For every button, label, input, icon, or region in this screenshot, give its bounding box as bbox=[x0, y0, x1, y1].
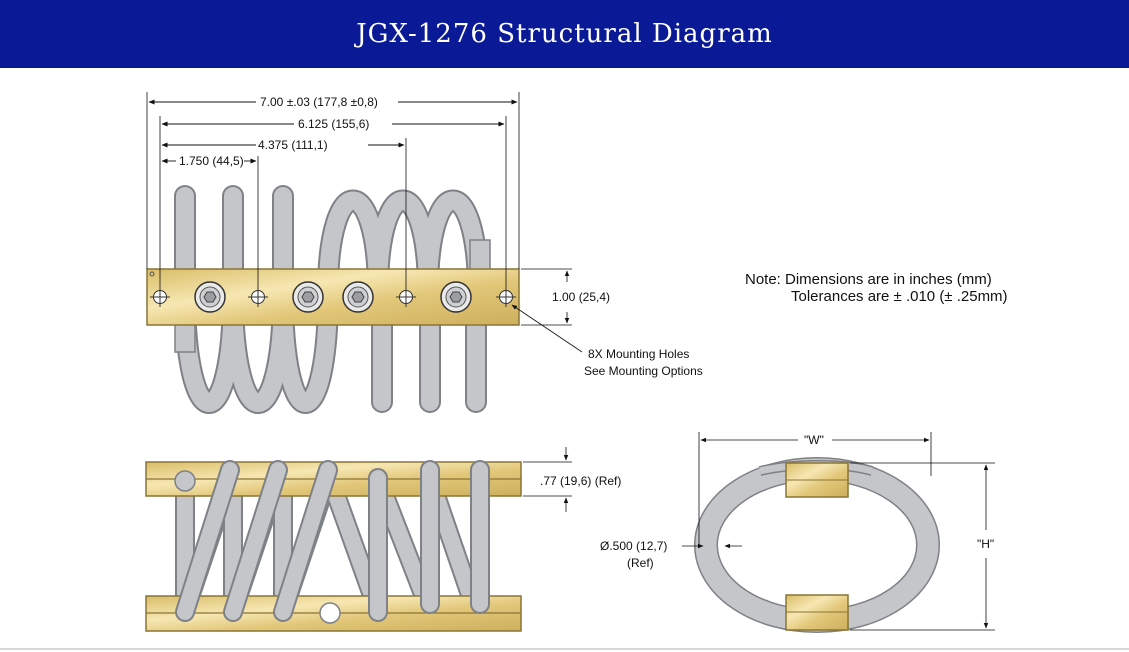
note-line-units: Note: Dimensions are in inches (mm) bbox=[745, 271, 992, 288]
mounting-holes bbox=[150, 287, 516, 307]
dim-height-label: "H" bbox=[977, 537, 994, 551]
dim-side-bar-height: .77 (19,6) (Ref) bbox=[540, 474, 621, 488]
end-view: "W" "H" Ø.500 (12,7) (Ref) bbox=[600, 432, 995, 633]
bottom-divider bbox=[0, 648, 1129, 650]
dimensions-note: Note: Dimensions are in inches (mm) Tole… bbox=[745, 271, 1008, 305]
mounting-hole-icon bbox=[248, 287, 268, 307]
dim-overall-length: 7.00 ±.03 (177,8 ±0,8) bbox=[260, 95, 378, 109]
cable-loops-top bbox=[174, 185, 489, 414]
mounting-hole-icon bbox=[396, 287, 416, 307]
page-title: JGX-1276 Structural Diagram bbox=[356, 19, 773, 49]
mounting-hole-icon bbox=[150, 287, 170, 307]
dim-hole-span-inner: 1.750 (44,5) bbox=[179, 154, 244, 168]
cable-end-round bbox=[174, 470, 196, 492]
socket-screw-icon bbox=[440, 281, 472, 313]
socket-screws bbox=[194, 281, 472, 313]
cable-end bbox=[469, 239, 491, 271]
callout-mounting-holes: 8X Mounting Holes bbox=[588, 347, 689, 361]
reference-dot bbox=[149, 271, 155, 277]
cable-end bbox=[174, 321, 196, 353]
dim-bar-height: 1.00 (25,4) bbox=[552, 290, 610, 304]
dim-wire-diameter: Ø.500 (12,7) bbox=[600, 539, 667, 553]
dim-width-label: "W" bbox=[804, 433, 824, 447]
top-view: 7.00 ±.03 (177,8 ±0,8) 6.125 (155,6) 4.3… bbox=[146, 92, 703, 414]
callout-mounting-options: See Mounting Options bbox=[584, 364, 703, 378]
title-bar: JGX-1276 Structural Diagram bbox=[0, 0, 1129, 68]
note-line-tolerances: Tolerances are ± .010 (± .25mm) bbox=[791, 288, 1008, 305]
socket-screw-icon bbox=[194, 281, 226, 313]
dim-hole-span-outer: 6.125 (155,6) bbox=[298, 117, 369, 131]
socket-screw-icon bbox=[292, 281, 324, 313]
mounting-hole-icon bbox=[496, 287, 516, 307]
dim-wire-diameter-ref: (Ref) bbox=[627, 556, 654, 570]
dim-hole-span-mid: 4.375 (111,1) bbox=[258, 138, 328, 152]
cable-end-round bbox=[319, 602, 341, 624]
side-view: .77 (19,6) (Ref) bbox=[145, 447, 621, 632]
socket-screw-icon bbox=[342, 281, 374, 313]
